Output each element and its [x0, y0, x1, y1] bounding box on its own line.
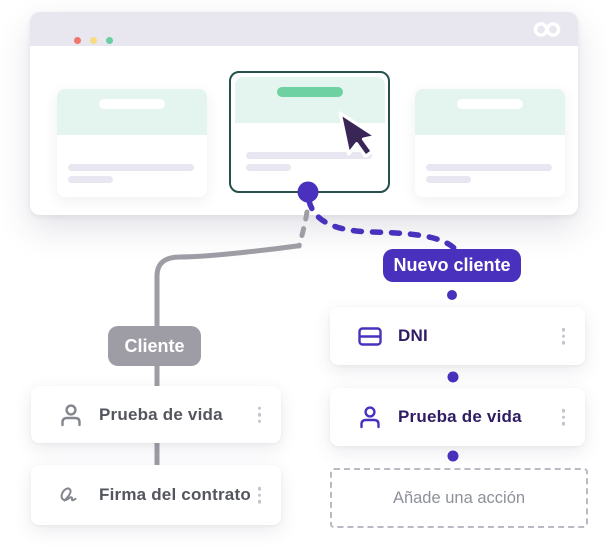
connector-dot-icon	[447, 450, 459, 462]
traffic-light-yellow-icon	[90, 37, 97, 44]
traffic-light-red-icon	[74, 37, 81, 44]
card-title-pill	[457, 99, 523, 109]
card-header	[235, 77, 385, 123]
infinity-icon	[532, 21, 562, 43]
connector-dot-icon	[447, 371, 459, 383]
node-label: Prueba de vida	[398, 407, 522, 426]
branch-badge-cliente[interactable]: Cliente	[108, 326, 201, 366]
traffic-light-green-icon	[106, 37, 113, 44]
card-text-line	[68, 164, 194, 171]
person-icon	[358, 405, 382, 429]
card-text-line	[426, 176, 471, 183]
connector-dot-icon	[447, 290, 457, 300]
kebab-menu-icon[interactable]	[561, 408, 565, 426]
card-text-line	[246, 152, 372, 159]
id-card-icon	[358, 326, 382, 346]
flow-node-firma-del-contrato[interactable]: Firma del contrato	[31, 465, 281, 525]
selected-card-outline	[229, 71, 390, 193]
connector-dashes-gray	[296, 209, 310, 249]
template-card-1[interactable]	[57, 89, 207, 197]
node-label: Firma del contrato	[99, 485, 251, 504]
card-title-pill	[99, 99, 165, 109]
branch-badge-nuevo-cliente[interactable]: Nuevo cliente	[383, 249, 521, 282]
card-text-line	[68, 176, 113, 183]
kebab-menu-icon[interactable]	[561, 327, 565, 345]
signature-icon	[59, 484, 83, 506]
template-card-2-selected[interactable]	[235, 77, 385, 185]
person-icon	[59, 403, 83, 427]
flow-node-dni[interactable]: DNI	[330, 307, 585, 365]
browser-header	[30, 12, 578, 46]
card-text-line	[246, 164, 291, 171]
node-label: DNI	[398, 326, 428, 345]
add-action-button[interactable]: Añade una acción	[330, 468, 588, 528]
browser-window	[30, 12, 578, 215]
card-title-pill	[277, 87, 343, 97]
card-header	[415, 89, 565, 135]
template-card-3[interactable]	[415, 89, 565, 197]
kebab-menu-icon[interactable]	[257, 406, 261, 423]
node-label: Prueba de vida	[99, 404, 223, 424]
kebab-menu-icon[interactable]	[257, 486, 261, 504]
flow-node-prueba-de-vida-right[interactable]: Prueba de vida	[330, 388, 585, 446]
card-header	[57, 89, 207, 135]
card-text-line	[426, 164, 552, 171]
flow-node-prueba-de-vida-left[interactable]: Prueba de vida	[31, 386, 281, 443]
